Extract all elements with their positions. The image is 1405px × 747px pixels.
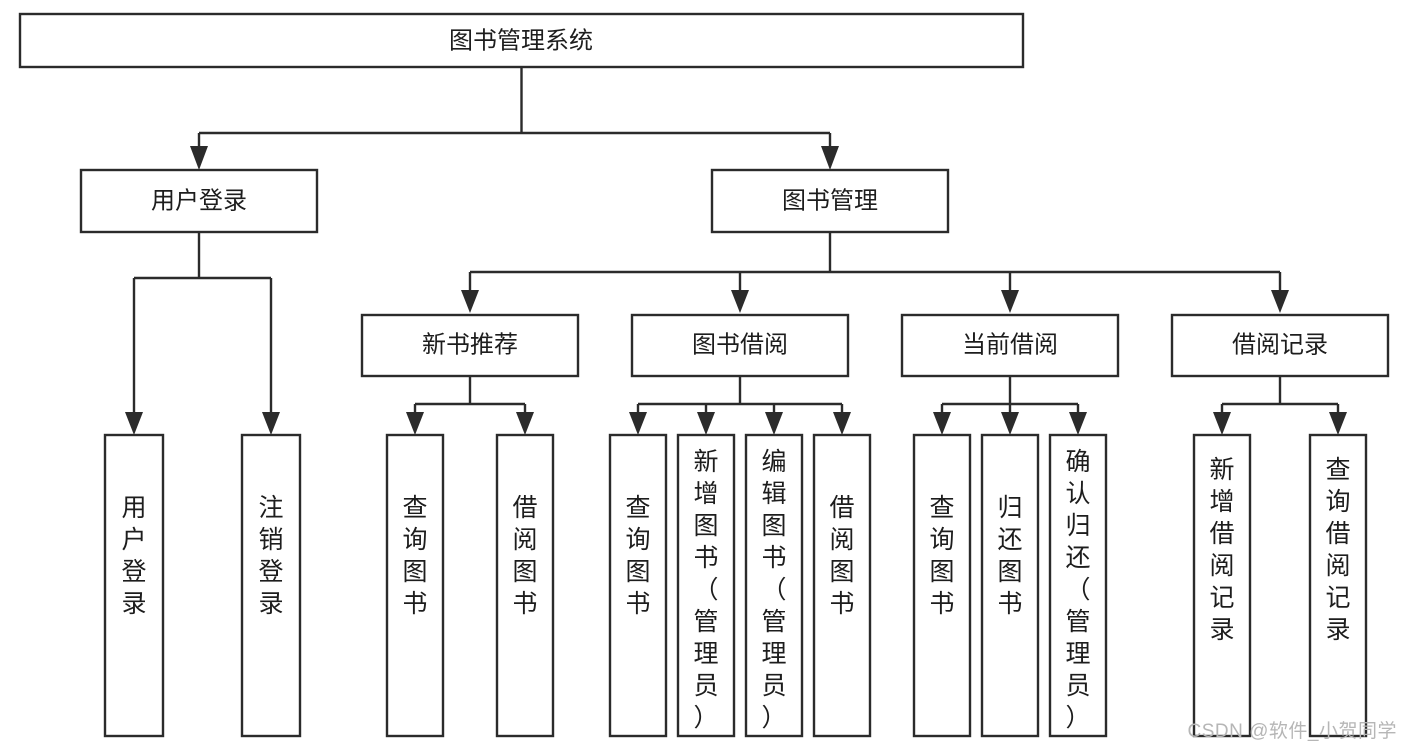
node-leaf-query-record[interactable]: 查询借阅记录 bbox=[1308, 433, 1368, 738]
arrow-to-leaf-edit-book bbox=[765, 412, 783, 435]
node-leaf-query-book-1-label: 查询图书 bbox=[402, 494, 427, 618]
edge-borrowrecord-bus bbox=[1220, 376, 1340, 418]
node-user-login-box[interactable] bbox=[79, 168, 319, 234]
arrow-to-leaf-add-record bbox=[1213, 412, 1231, 435]
node-leaf-confirm-return-box[interactable] bbox=[1048, 433, 1108, 738]
edge-userlogin-bus bbox=[132, 232, 273, 418]
node-leaf-return-book[interactable]: 归还图书 bbox=[980, 433, 1040, 738]
node-leaf-add-record-box[interactable] bbox=[1192, 433, 1252, 738]
node-leaf-user-login[interactable]: 用户登录 bbox=[103, 433, 165, 738]
node-new-book-rec-label: 新书推荐 bbox=[422, 331, 518, 358]
node-user-login[interactable]: 用户登录 bbox=[79, 168, 319, 234]
node-book-borrow-box[interactable] bbox=[630, 313, 850, 378]
edge-bookmanage-bus bbox=[468, 232, 1282, 296]
node-leaf-query-book-2-box[interactable] bbox=[608, 433, 668, 738]
arrow-to-leaf-query-book-3 bbox=[933, 412, 951, 435]
node-leaf-query-book-3[interactable]: 查询图书 bbox=[912, 433, 972, 738]
arrow-to-new-book-rec bbox=[461, 290, 479, 313]
edge-bookborrow-bus bbox=[636, 376, 844, 418]
node-borrow-record-box[interactable] bbox=[1170, 313, 1390, 378]
node-leaf-borrow-book-2[interactable]: 借阅图书 bbox=[812, 433, 872, 738]
arrow-to-borrow-record bbox=[1271, 290, 1289, 313]
node-leaf-query-book-2[interactable]: 查询图书 bbox=[608, 433, 668, 738]
node-root[interactable]: 图书管理系统 bbox=[18, 12, 1025, 69]
node-leaf-query-record-label: 查询借阅记录 bbox=[1325, 456, 1350, 644]
arrow-to-user-login bbox=[190, 146, 208, 170]
node-new-book-rec[interactable]: 新书推荐 bbox=[360, 313, 580, 378]
arrow-to-current-borrow bbox=[1001, 290, 1019, 313]
node-user-login-label: 用户登录 bbox=[151, 187, 247, 214]
node-leaf-edit-book-label: 编辑图书（管理员） bbox=[761, 448, 786, 732]
node-leaf-confirm-return-label: 确认归还（管理员） bbox=[1065, 448, 1090, 732]
arrow-to-leaf-logout bbox=[262, 412, 280, 435]
node-leaf-borrow-book-2-box[interactable] bbox=[812, 433, 872, 738]
node-leaf-logout-label: 注销登录 bbox=[258, 494, 283, 618]
node-leaf-borrow-book-2-label: 借阅图书 bbox=[829, 494, 854, 618]
node-leaf-query-book-1[interactable]: 查询图书 bbox=[385, 433, 445, 738]
node-new-book-rec-box[interactable] bbox=[360, 313, 580, 378]
node-current-borrow-label: 当前借阅 bbox=[962, 331, 1058, 358]
node-borrow-record-label: 借阅记录 bbox=[1232, 331, 1328, 358]
node-leaf-add-book[interactable]: 新增图书（管理员） bbox=[676, 433, 736, 738]
arrow-to-leaf-return-book bbox=[1001, 412, 1019, 435]
arrow-to-leaf-query-record bbox=[1329, 412, 1347, 435]
node-current-borrow-box[interactable] bbox=[900, 313, 1120, 378]
node-book-manage-label: 图书管理 bbox=[782, 187, 878, 214]
node-leaf-query-record-box[interactable] bbox=[1308, 433, 1368, 738]
node-leaf-return-book-box[interactable] bbox=[980, 433, 1040, 738]
node-leaf-query-book-3-label: 查询图书 bbox=[929, 494, 954, 618]
arrow-to-leaf-query-book-2 bbox=[629, 412, 647, 435]
node-leaf-borrow-book-1[interactable]: 借阅图书 bbox=[495, 433, 555, 738]
node-leaf-add-record[interactable]: 新增借阅记录 bbox=[1192, 433, 1252, 738]
node-leaf-borrow-book-1-label: 借阅图书 bbox=[512, 494, 537, 618]
arrow-to-leaf-borrow-book-1 bbox=[516, 412, 534, 435]
node-leaf-query-book-2-label: 查询图书 bbox=[625, 494, 650, 618]
node-leaf-add-book-box[interactable] bbox=[676, 433, 736, 738]
node-leaf-user-login-box[interactable] bbox=[103, 433, 165, 738]
node-leaf-user-login-label: 用户登录 bbox=[121, 494, 146, 618]
edge-currentborrow-bus bbox=[940, 376, 1080, 418]
arrow-to-leaf-confirm-return bbox=[1069, 412, 1087, 435]
csdn-watermark: CSDN @软件_小贺同学 bbox=[1187, 721, 1397, 742]
node-leaf-return-book-label: 归还图书 bbox=[997, 494, 1022, 618]
edge-newbookrec-bus bbox=[413, 376, 527, 418]
node-root-box[interactable] bbox=[18, 12, 1025, 69]
arrow-to-book-borrow bbox=[731, 290, 749, 313]
node-leaf-add-book-label: 新增图书（管理员） bbox=[693, 448, 718, 732]
node-leaf-edit-book-box[interactable] bbox=[744, 433, 804, 738]
node-leaf-query-book-1-box[interactable] bbox=[385, 433, 445, 738]
node-leaf-logout-box[interactable] bbox=[240, 433, 302, 738]
node-leaf-query-book-3-box[interactable] bbox=[912, 433, 972, 738]
arrow-to-leaf-borrow-book-2 bbox=[833, 412, 851, 435]
edge-root-bus bbox=[197, 67, 832, 152]
node-root-label: 图书管理系统 bbox=[449, 27, 593, 54]
node-book-borrow-label: 图书借阅 bbox=[692, 331, 788, 358]
node-leaf-borrow-book-1-box[interactable] bbox=[495, 433, 555, 738]
node-borrow-record[interactable]: 借阅记录 bbox=[1170, 313, 1390, 378]
arrow-to-leaf-query-book-1 bbox=[406, 412, 424, 435]
edge-layer bbox=[125, 67, 1347, 435]
node-leaf-confirm-return[interactable]: 确认归还（管理员） bbox=[1048, 433, 1108, 738]
arrow-to-book-manage bbox=[821, 146, 839, 170]
arrow-to-leaf-user-login bbox=[125, 412, 143, 435]
node-leaf-add-record-label: 新增借阅记录 bbox=[1209, 456, 1234, 644]
node-book-manage-box[interactable] bbox=[710, 168, 950, 234]
node-current-borrow[interactable]: 当前借阅 bbox=[900, 313, 1120, 378]
node-leaf-logout[interactable]: 注销登录 bbox=[240, 433, 302, 738]
node-book-borrow[interactable]: 图书借阅 bbox=[630, 313, 850, 378]
node-leaf-edit-book[interactable]: 编辑图书（管理员） bbox=[744, 433, 804, 738]
node-book-manage[interactable]: 图书管理 bbox=[710, 168, 950, 234]
arrow-to-leaf-add-book bbox=[697, 412, 715, 435]
